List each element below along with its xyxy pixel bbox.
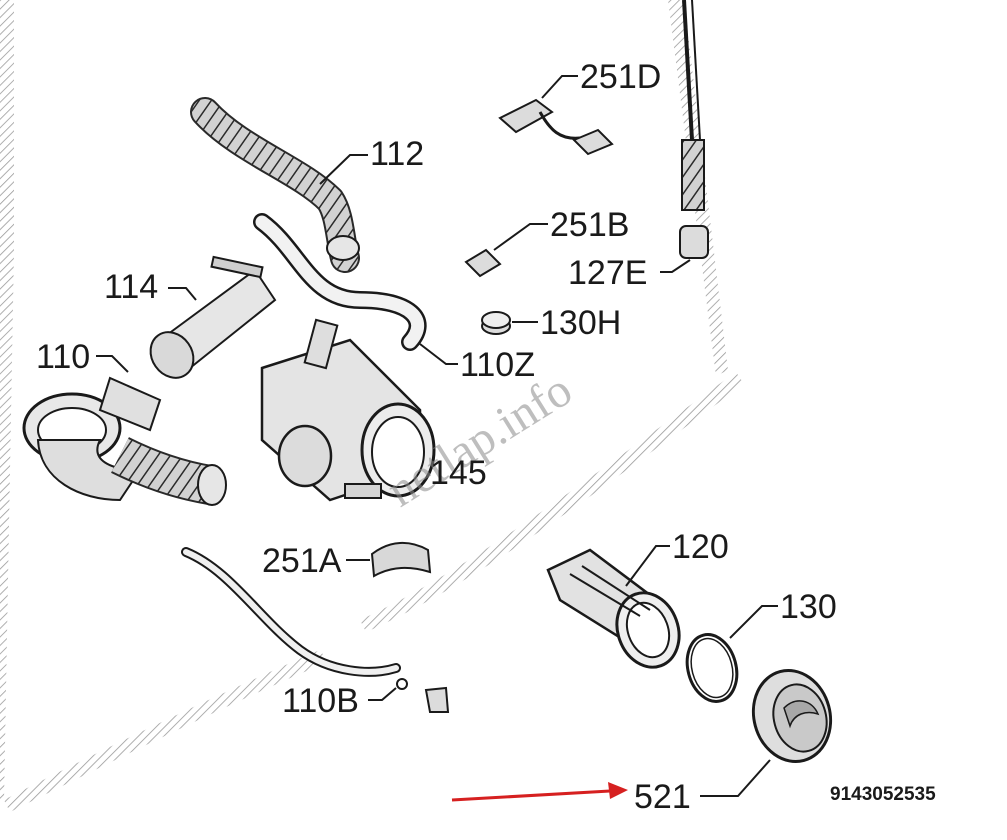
part-120-filter <box>546 548 681 669</box>
label-112: 112 <box>370 135 424 173</box>
leader-110b <box>368 687 397 701</box>
housing-left-edge <box>0 0 14 800</box>
part-127e-rod <box>679 0 709 259</box>
leader-114 <box>168 287 197 301</box>
label-130: 130 <box>780 588 837 626</box>
label-130h: 130H <box>540 304 621 342</box>
label-145: 145 <box>430 454 487 492</box>
label-110z: 110Z <box>460 346 535 384</box>
leader-lines <box>96 75 778 797</box>
part-251b-clip <box>464 248 502 278</box>
part-130h-grommet <box>481 311 511 335</box>
leader-130 <box>729 605 778 639</box>
part-112-hose <box>190 97 360 273</box>
part-521-filter-cap <box>751 668 833 764</box>
part-labels: 112 251D 251B 127E 114 130H 110 110Z 145… <box>36 58 837 816</box>
label-251a: 251A <box>262 542 342 580</box>
leader-251d <box>541 75 578 99</box>
part-251d-connector <box>498 98 614 156</box>
label-120: 120 <box>672 528 729 566</box>
label-521: 521 <box>634 778 691 816</box>
leader-110 <box>96 355 129 373</box>
part-110-sump <box>22 376 227 506</box>
part-110b-drain-cord <box>181 547 450 713</box>
appliance-housing <box>0 0 744 812</box>
leader-521 <box>700 759 771 797</box>
leader-120 <box>625 545 670 587</box>
leader-110z <box>419 343 458 365</box>
label-127e: 127E <box>568 254 647 292</box>
leader-251b <box>493 223 548 251</box>
label-110b: 110B <box>282 682 359 720</box>
part-251a-clip <box>370 542 432 578</box>
part-114-tube <box>149 255 277 379</box>
leader-112 <box>319 154 368 185</box>
label-110: 110 <box>36 338 90 376</box>
leader-127e <box>660 259 691 273</box>
housing-bottom-curve <box>4 650 328 812</box>
part-145-pump-housing <box>260 318 436 502</box>
housing-curve <box>360 372 744 632</box>
label-114: 114 <box>104 268 158 306</box>
red-arrow-icon <box>451 782 628 802</box>
label-251b: 251B <box>550 206 629 244</box>
document-number: 9143052535 <box>830 784 936 805</box>
part-130-gasket <box>685 633 739 703</box>
label-251d: 251D <box>580 58 661 96</box>
part-110z-hose <box>253 213 427 351</box>
